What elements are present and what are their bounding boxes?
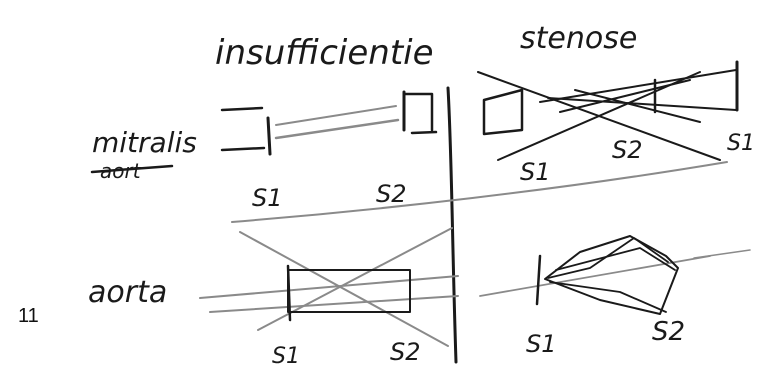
label-s2-aortic-stenosis: S2: [652, 317, 685, 347]
mitral-insufficiency-sketch: [220, 90, 438, 156]
label-s1-aortic-insufficiency: S1: [272, 344, 300, 369]
row-heading-aortic: aorta: [88, 275, 167, 310]
column-heading-insufficiency: insufficientie: [215, 33, 434, 73]
mitral-stenosis-sketch: [477, 60, 739, 161]
label-s1-mitral-stenosis: S1: [520, 158, 551, 186]
label-s2-mitral-insufficiency: S2: [376, 180, 407, 208]
label-s2-mitral-stenosis: S2: [612, 136, 643, 164]
aortic-stenosis-sketch: [479, 235, 751, 315]
column-heading-stenosis: stenose: [520, 21, 637, 56]
page-number: 11: [18, 305, 39, 327]
label-s1-aortic-stenosis: S1: [526, 330, 557, 358]
aortic-insufficiency-sketch: [199, 227, 459, 347]
label-s1-end-mitral-stenosis: S1: [727, 131, 755, 156]
horizontal-divider: [231, 161, 728, 223]
strikethrough-line: [90, 164, 174, 174]
label-s2-aortic-insufficiency: S2: [390, 338, 421, 366]
vertical-divider: [446, 86, 458, 364]
label-s1-mitral-insufficiency: S1: [252, 184, 283, 212]
row-heading-mitral: mitralis: [92, 126, 197, 159]
